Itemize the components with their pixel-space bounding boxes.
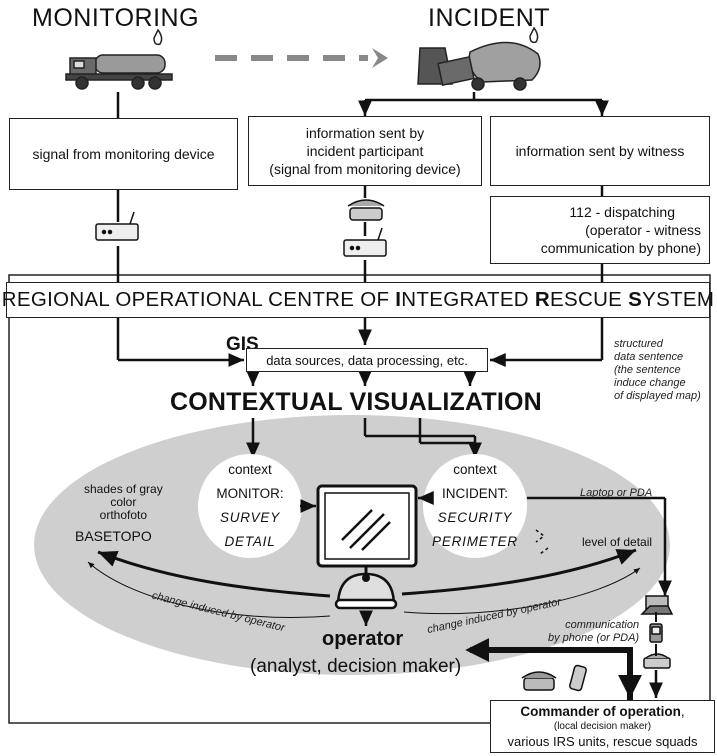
- operator-title: operator: [322, 628, 404, 650]
- monitoring-signal-box: signal from monitoring device: [9, 118, 238, 190]
- phone-right-icon: [643, 653, 671, 669]
- visualization-title: CONTEXTUAL VISUALIZATION: [170, 388, 542, 416]
- gis-sources-box: data sources, data processing, etc.: [246, 348, 488, 372]
- structured-data-note: structured data sentence (the sentence i…: [614, 338, 701, 402]
- desk-phone-bottom-icon: [521, 671, 557, 691]
- truck-incident-icon: [417, 26, 541, 91]
- centre-outer-frame: [8, 274, 711, 724]
- participant-line3: (signal from monitoring device): [269, 161, 461, 177]
- dashed-arrow-head: [372, 48, 388, 68]
- participant-phone-icon: [347, 199, 385, 221]
- context-incident-circle: [423, 454, 527, 558]
- mobile-phone-bottom-icon: [569, 664, 587, 692]
- dispatching-box: 112 - dispatching (operator - witness co…: [490, 196, 710, 264]
- context-monitor-label: context MONITOR: SURVEY DETAIL: [216, 462, 284, 549]
- basemap-options: shades of gray color orthofoto: [84, 482, 163, 522]
- commander-box: Commander of operation, (local decision …: [490, 700, 715, 753]
- gis-sources-text: data sources, data processing, etc.: [266, 352, 468, 368]
- laptop-pda-note: Laptop or PDA: [580, 487, 653, 499]
- centre-text: REGIONAL OPERATIONAL CENTRE OF INTEGRATE…: [1, 288, 715, 311]
- pda-icon: [649, 623, 663, 643]
- dispatching-line3: communication by phone): [540, 240, 701, 256]
- participant-line1: information sent by: [305, 125, 425, 141]
- monitoring-modem-icon: [95, 211, 139, 241]
- regional-centre-banner: REGIONAL OPERATIONAL CENTRE OF INTEGRATE…: [2, 282, 714, 318]
- witness-info-box: information sent by witness: [490, 116, 710, 186]
- dispatching-line1: 112 - dispatching: [569, 204, 675, 220]
- level-of-detail-label: level of detail: [582, 535, 653, 549]
- incident-header: INCIDENT: [428, 4, 551, 32]
- commander-local: (local decision maker): [553, 721, 652, 732]
- monitoring-signal-text: signal from monitoring device: [32, 146, 215, 162]
- participant-modem-icon: [343, 227, 387, 257]
- participant-info-box: information sent by incident participant…: [248, 116, 482, 186]
- operator-figure-icon: [334, 566, 398, 610]
- laptop-icon: [640, 595, 674, 615]
- commander-title: Commander of operation: [520, 704, 681, 719]
- context-incident-label: context INCIDENT: SECURITY PERIMETER: [432, 462, 518, 549]
- context-monitor-circle: [198, 454, 302, 558]
- communication-note: communication by phone (or PDA): [548, 619, 640, 644]
- monitor-icon: [316, 484, 418, 568]
- monitoring-header: MONITORING: [32, 4, 200, 32]
- commander-units: various IRS units, rescue squads: [507, 734, 698, 749]
- truck-monitoring-icon: [65, 28, 173, 90]
- participant-line2: incident participant: [306, 143, 424, 159]
- witness-text: information sent by witness: [515, 143, 685, 159]
- operator-subtitle: (analyst, decision maker): [250, 656, 462, 677]
- basetopo-label: BASETOPO: [75, 528, 152, 544]
- dispatching-line2: (operator - witness: [585, 222, 701, 238]
